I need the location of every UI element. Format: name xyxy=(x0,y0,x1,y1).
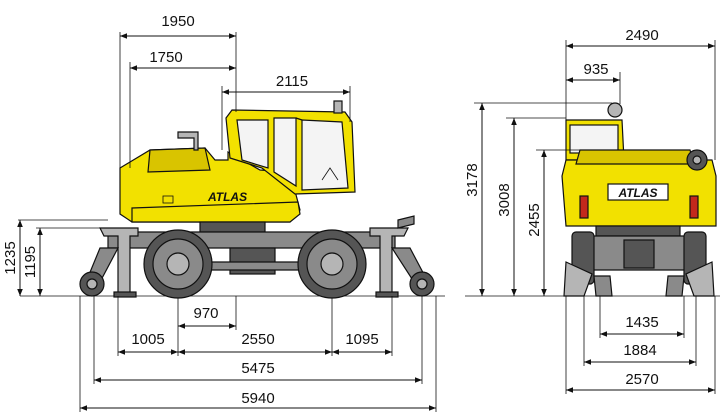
rear-view-machine: ATLAS xyxy=(465,102,720,297)
dim-1950-label: 1950 xyxy=(161,13,194,30)
dim-3178-label: 3178 xyxy=(464,163,481,196)
dim-970-label: 970 xyxy=(193,305,218,322)
dim-2115-label: 2115 xyxy=(276,73,308,90)
dim-1435-label: 1435 xyxy=(625,314,658,331)
dim-5940-label: 5940 xyxy=(241,390,274,407)
dim-1750-label: 1750 xyxy=(149,49,182,66)
dim-1095-label: 1095 xyxy=(345,331,378,348)
dim-2550-label: 2550 xyxy=(241,331,274,348)
side-logo: ATLAS xyxy=(207,190,247,204)
dim-2570-label: 2570 xyxy=(625,371,658,388)
side-view-dimensions: 1950 1750 2115 1235 1195 970 1005 2550 xyxy=(2,13,437,412)
dim-2490-label: 2490 xyxy=(625,27,658,44)
dim-935-label: 935 xyxy=(583,61,608,78)
dim-1005-label: 1005 xyxy=(131,331,164,348)
dim-1235-label: 1235 xyxy=(2,241,19,274)
rear-logo: ATLAS xyxy=(617,186,657,200)
dim-1195-label: 1195 xyxy=(22,246,39,278)
dim-3008-label: 3008 xyxy=(496,183,513,216)
dim-2455-label: 2455 xyxy=(526,203,543,236)
rear-view-dimensions: 2490 935 3178 3008 2455 1435 1884 2570 xyxy=(464,27,716,394)
dim-5475-label: 5475 xyxy=(241,360,274,377)
side-view-machine: ATLAS xyxy=(20,100,445,299)
dim-1884-label: 1884 xyxy=(623,342,656,359)
